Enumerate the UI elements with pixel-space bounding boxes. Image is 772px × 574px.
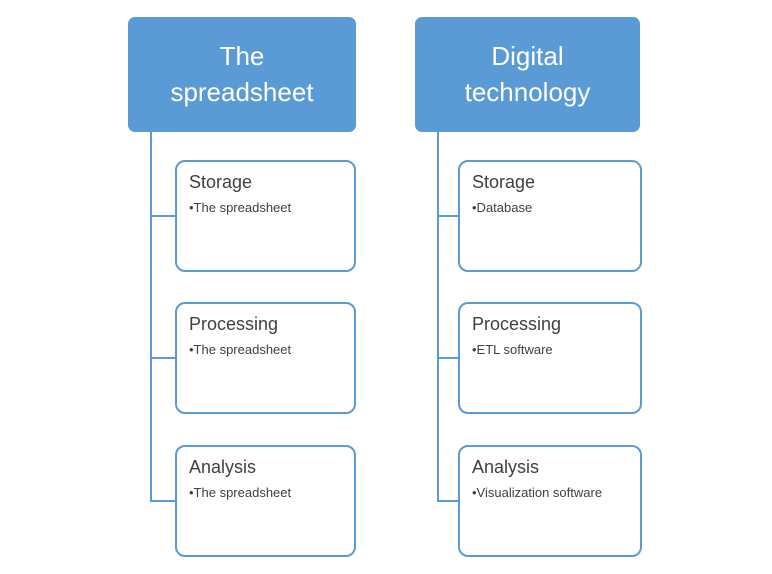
- column-header-digital-technology: Digital technology: [415, 17, 640, 132]
- child-box-analysis: Analysis •The spreadsheet: [175, 445, 356, 557]
- column-header-spreadsheet: The spreadsheet: [128, 17, 356, 132]
- connector-vline: [150, 132, 152, 501]
- child-title: Processing: [472, 314, 562, 334]
- child-box-storage: Storage •Database: [458, 160, 642, 272]
- child-box-analysis: Analysis •Visualization software: [458, 445, 642, 557]
- child-bullet: •The spreadsheet: [189, 342, 292, 357]
- child-box-processing: Processing •ETL software: [458, 302, 642, 414]
- connector-hline: [437, 500, 459, 502]
- connector-hline: [150, 500, 176, 502]
- connector-hline: [150, 357, 176, 359]
- child-box-storage: Storage •The spreadsheet: [175, 160, 356, 272]
- child-title: Analysis: [189, 457, 257, 477]
- child-bullet: •The spreadsheet: [189, 200, 292, 215]
- child-title: Storage: [472, 172, 536, 192]
- child-title: Processing: [189, 314, 279, 334]
- connector-hline: [437, 215, 459, 217]
- connector-vline: [437, 132, 439, 501]
- child-bullet: •The spreadsheet: [189, 485, 292, 500]
- child-bullet: •ETL software: [472, 342, 553, 357]
- child-title: Storage: [189, 172, 253, 192]
- connector-hline: [150, 215, 176, 217]
- child-box-processing: Processing •The spreadsheet: [175, 302, 356, 414]
- child-bullet: •Database: [472, 200, 533, 215]
- connector-hline: [437, 357, 459, 359]
- child-title: Analysis: [472, 457, 540, 477]
- child-bullet: •Visualization software: [472, 485, 603, 500]
